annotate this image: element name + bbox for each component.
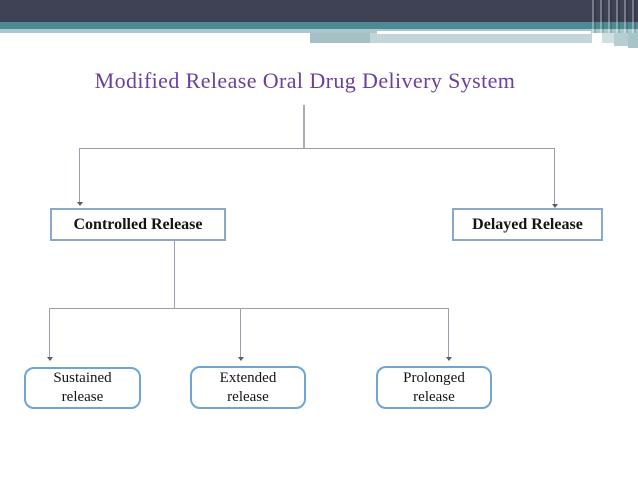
node-controlled-release: Controlled Release: [50, 208, 226, 241]
connector-drop-controlled: [79, 148, 80, 203]
connector-controlled-stem: [174, 241, 175, 308]
slide-title: Modified Release Oral Drug Delivery Syst…: [94, 68, 516, 93]
node-sustained-release: Sustained release: [24, 367, 141, 409]
node-delayed-release: Delayed Release: [452, 208, 603, 241]
arrowhead-delayed: [552, 204, 558, 208]
arrowhead-controlled: [77, 202, 83, 206]
header-accent-band-pale: [370, 33, 592, 43]
node-extended-release-line2: release: [227, 388, 269, 405]
header-bar-light-teal: [0, 29, 638, 33]
node-controlled-release-label: Controlled Release: [73, 215, 203, 233]
node-prolonged-release: Prolonged release: [376, 366, 492, 409]
arrowhead-sustained: [47, 357, 53, 361]
node-sustained-release-line2: release: [61, 389, 104, 405]
arrowhead-extended: [238, 357, 244, 361]
connector-drop-sustained: [49, 308, 50, 358]
node-sustained-release-line1: Sustained: [53, 370, 112, 386]
header-edge-column-c: [628, 33, 638, 48]
node-delayed-release-label: Delayed Release: [472, 215, 583, 233]
arrowhead-prolonged: [446, 357, 452, 361]
connector-title-stem: [303, 105, 305, 149]
connector-drop-delayed: [554, 148, 555, 205]
connector-level1-crossbar: [79, 148, 555, 149]
header-edge-stripes: [592, 0, 638, 33]
header-bar-dark: [0, 0, 638, 22]
connector-drop-extended: [240, 308, 241, 358]
header-bar-teal: [0, 22, 638, 29]
header-accent-band-dark: [310, 33, 425, 43]
header-accent-white-line: [377, 31, 591, 34]
node-extended-release: Extended release: [190, 366, 306, 409]
connector-drop-prolonged: [448, 308, 449, 358]
node-extended-release-line1: Extended: [219, 369, 277, 386]
connector-level2-crossbar: [49, 308, 449, 309]
node-prolonged-release-line1: Prolonged: [403, 369, 465, 386]
node-prolonged-release-line2: release: [413, 388, 455, 405]
